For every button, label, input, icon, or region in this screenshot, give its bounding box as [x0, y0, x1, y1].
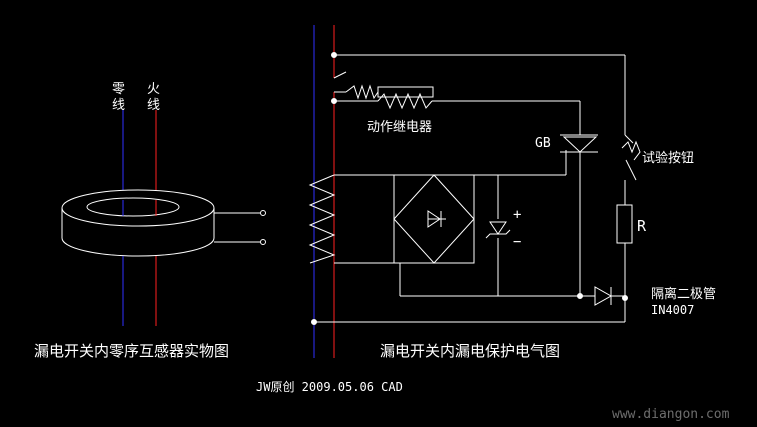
relay-coil [377, 92, 433, 110]
diode-model: IN4007 [651, 303, 694, 317]
test-button-label: 试验按钮 [642, 150, 694, 166]
ring-top-outer [61, 189, 215, 227]
terminal-1 [260, 210, 266, 216]
neutral-label-2: 线 [112, 98, 125, 113]
thyristor-label: GB [535, 136, 551, 151]
relay-spring [345, 84, 379, 100]
live-label-1: 火 [147, 82, 160, 97]
relay-label: 动作继电器 [367, 120, 432, 135]
diode-label: 隔离二极管 [651, 286, 716, 302]
right-caption: 漏电开关内漏电保护电气图 [380, 342, 560, 360]
zener-bar [485, 229, 511, 239]
test-button-spring [621, 140, 641, 161]
credit-text: JW原创 2009.05.06 CAD [256, 380, 403, 394]
left-caption: 漏电开关内零序互感器实物图 [34, 342, 229, 360]
neutral-label-1: 零 [112, 82, 125, 97]
switch-contact [333, 71, 347, 79]
isolation-diode-triangle [594, 286, 613, 306]
relay-body [377, 86, 434, 98]
ring-body [61, 208, 215, 257]
protection-circuit [308, 25, 641, 358]
watermark: www.diangon.com [612, 407, 730, 422]
zener-triangle [489, 221, 507, 235]
resistor-body [616, 204, 633, 244]
resistor-label: R [637, 217, 647, 235]
junction-return [311, 319, 317, 325]
live-label-2: 线 [147, 98, 160, 113]
minus-sign: − [513, 234, 521, 250]
zero-sequence-transformer [61, 110, 266, 326]
test-button-contact [625, 159, 637, 181]
bridge-diamond [393, 174, 475, 264]
junction-diode [577, 293, 583, 299]
plus-sign: + [513, 207, 521, 223]
terminal-2 [260, 239, 266, 245]
thyristor-triangle [562, 136, 598, 153]
ring-top-inner [86, 197, 180, 217]
test-button-lead [624, 134, 634, 144]
bridge-diode-triangle [427, 210, 441, 228]
sense-coil [308, 174, 336, 264]
